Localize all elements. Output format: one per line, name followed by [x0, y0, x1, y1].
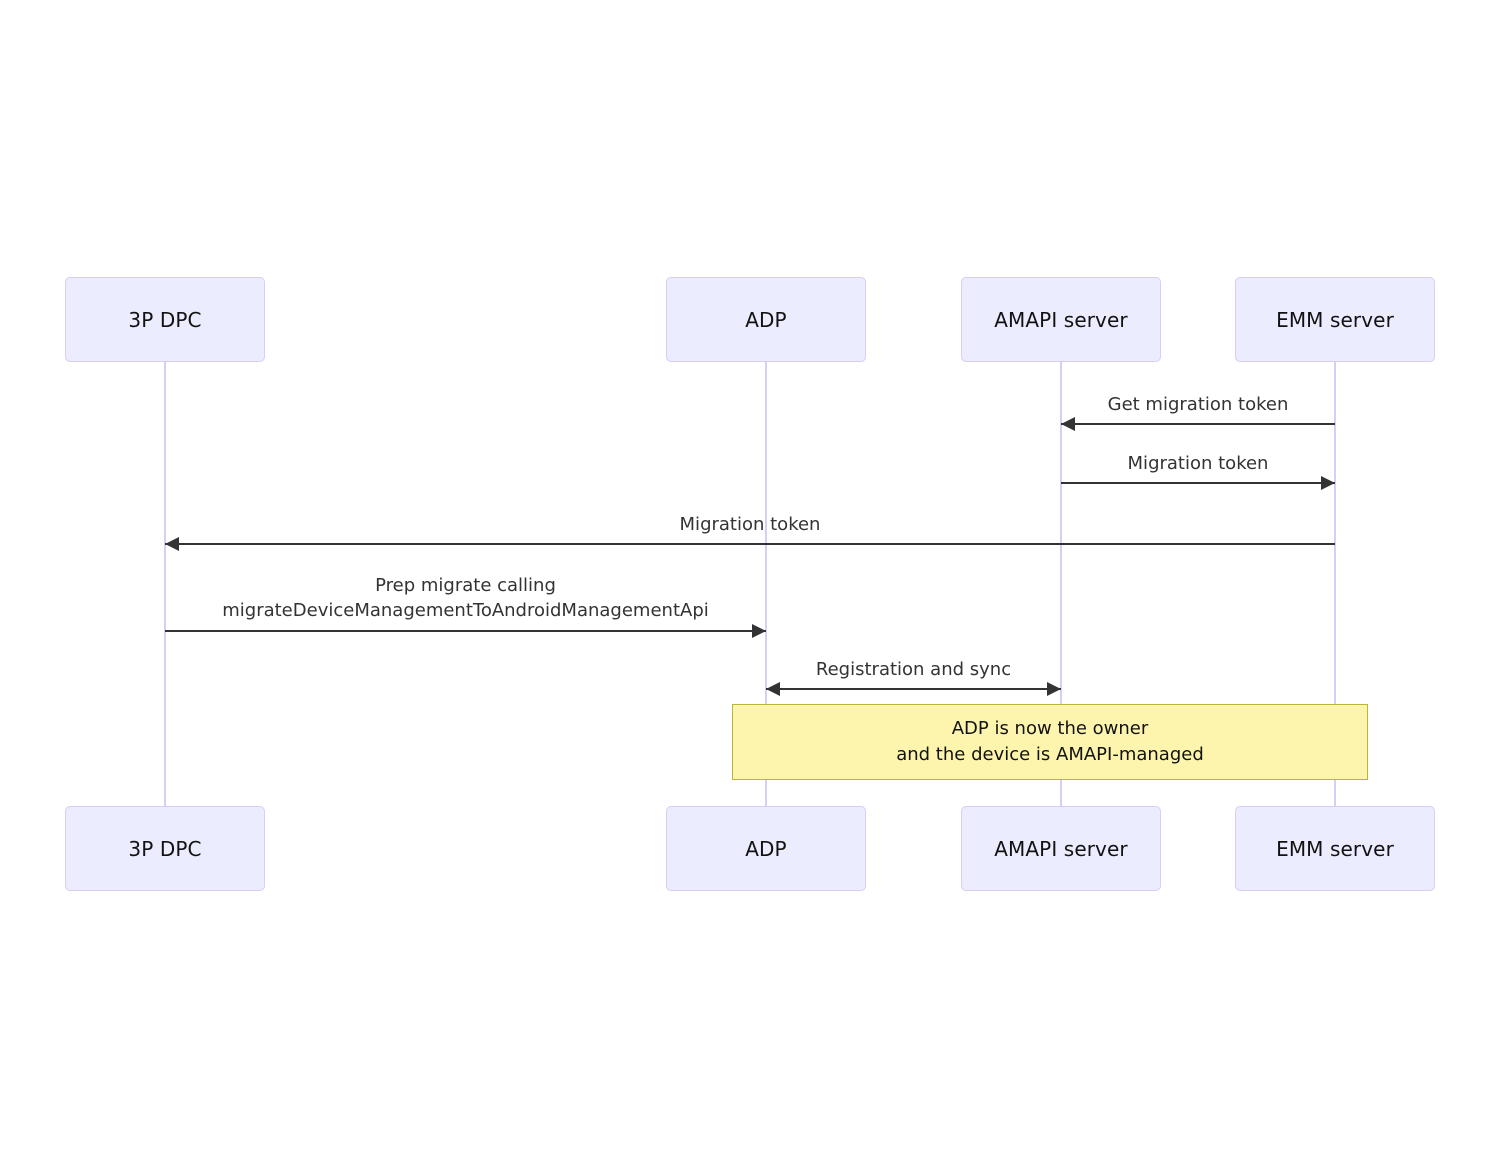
actor-box-bottom-dpc[interactable]: 3P DPC — [65, 806, 265, 891]
arrowhead-right-prep-migrate — [752, 624, 766, 638]
actor-label-emm-bottom: EMM server — [1276, 836, 1394, 861]
lifeline-dpc — [164, 362, 166, 806]
actor-box-bottom-adp[interactable]: ADP — [666, 806, 866, 891]
message-label-migration-token-emm-dpc: Migration token — [679, 514, 821, 535]
message-label-registration-and-sync: Registration and sync — [815, 659, 1012, 680]
actor-label-dpc-bottom: 3P DPC — [128, 836, 202, 861]
actor-box-top-amapi[interactable]: AMAPI server — [961, 277, 1161, 362]
message-line-migration-token-amapi-emm — [1061, 482, 1335, 484]
message-line-migration-token-emm-dpc — [165, 543, 1335, 545]
actor-box-top-dpc[interactable]: 3P DPC — [65, 277, 265, 362]
message-label-migration-token-amapi-emm: Migration token — [1127, 453, 1269, 474]
arrowhead-left-registration-and-sync — [766, 682, 780, 696]
actor-box-top-adp[interactable]: ADP — [666, 277, 866, 362]
actor-box-bottom-emm[interactable]: EMM server — [1235, 806, 1435, 891]
arrowhead-right-registration-and-sync — [1047, 682, 1061, 696]
note-adp-owner: ADP is now the owner and the device is A… — [732, 704, 1368, 780]
actor-label-adp-bottom: ADP — [745, 836, 787, 861]
actor-label-amapi-bottom: AMAPI server — [994, 836, 1128, 861]
lifeline-emm — [1334, 362, 1336, 806]
actor-label-dpc-top: 3P DPC — [128, 307, 202, 332]
message-label-prep-migrate: Prep migrate calling migrateDeviceManage… — [222, 575, 709, 621]
message-label-get-migration-token: Get migration token — [1107, 394, 1289, 415]
message-line-prep-migrate — [165, 630, 766, 632]
arrowhead-left-migration-token-emm-dpc — [165, 537, 179, 551]
actor-label-emm-top: EMM server — [1276, 307, 1394, 332]
actor-box-bottom-amapi[interactable]: AMAPI server — [961, 806, 1161, 891]
message-line-get-migration-token — [1061, 423, 1335, 425]
arrowhead-left-get-migration-token — [1061, 417, 1075, 431]
actor-label-amapi-top: AMAPI server — [994, 307, 1128, 332]
note-adp-owner-label: ADP is now the owner and the device is A… — [896, 718, 1204, 765]
actor-label-adp-top: ADP — [745, 307, 787, 332]
actor-box-top-emm[interactable]: EMM server — [1235, 277, 1435, 362]
arrowhead-right-migration-token-amapi-emm — [1321, 476, 1335, 490]
lifeline-amapi — [1060, 362, 1062, 806]
message-line-registration-and-sync — [766, 688, 1061, 690]
lifeline-adp — [765, 362, 767, 806]
